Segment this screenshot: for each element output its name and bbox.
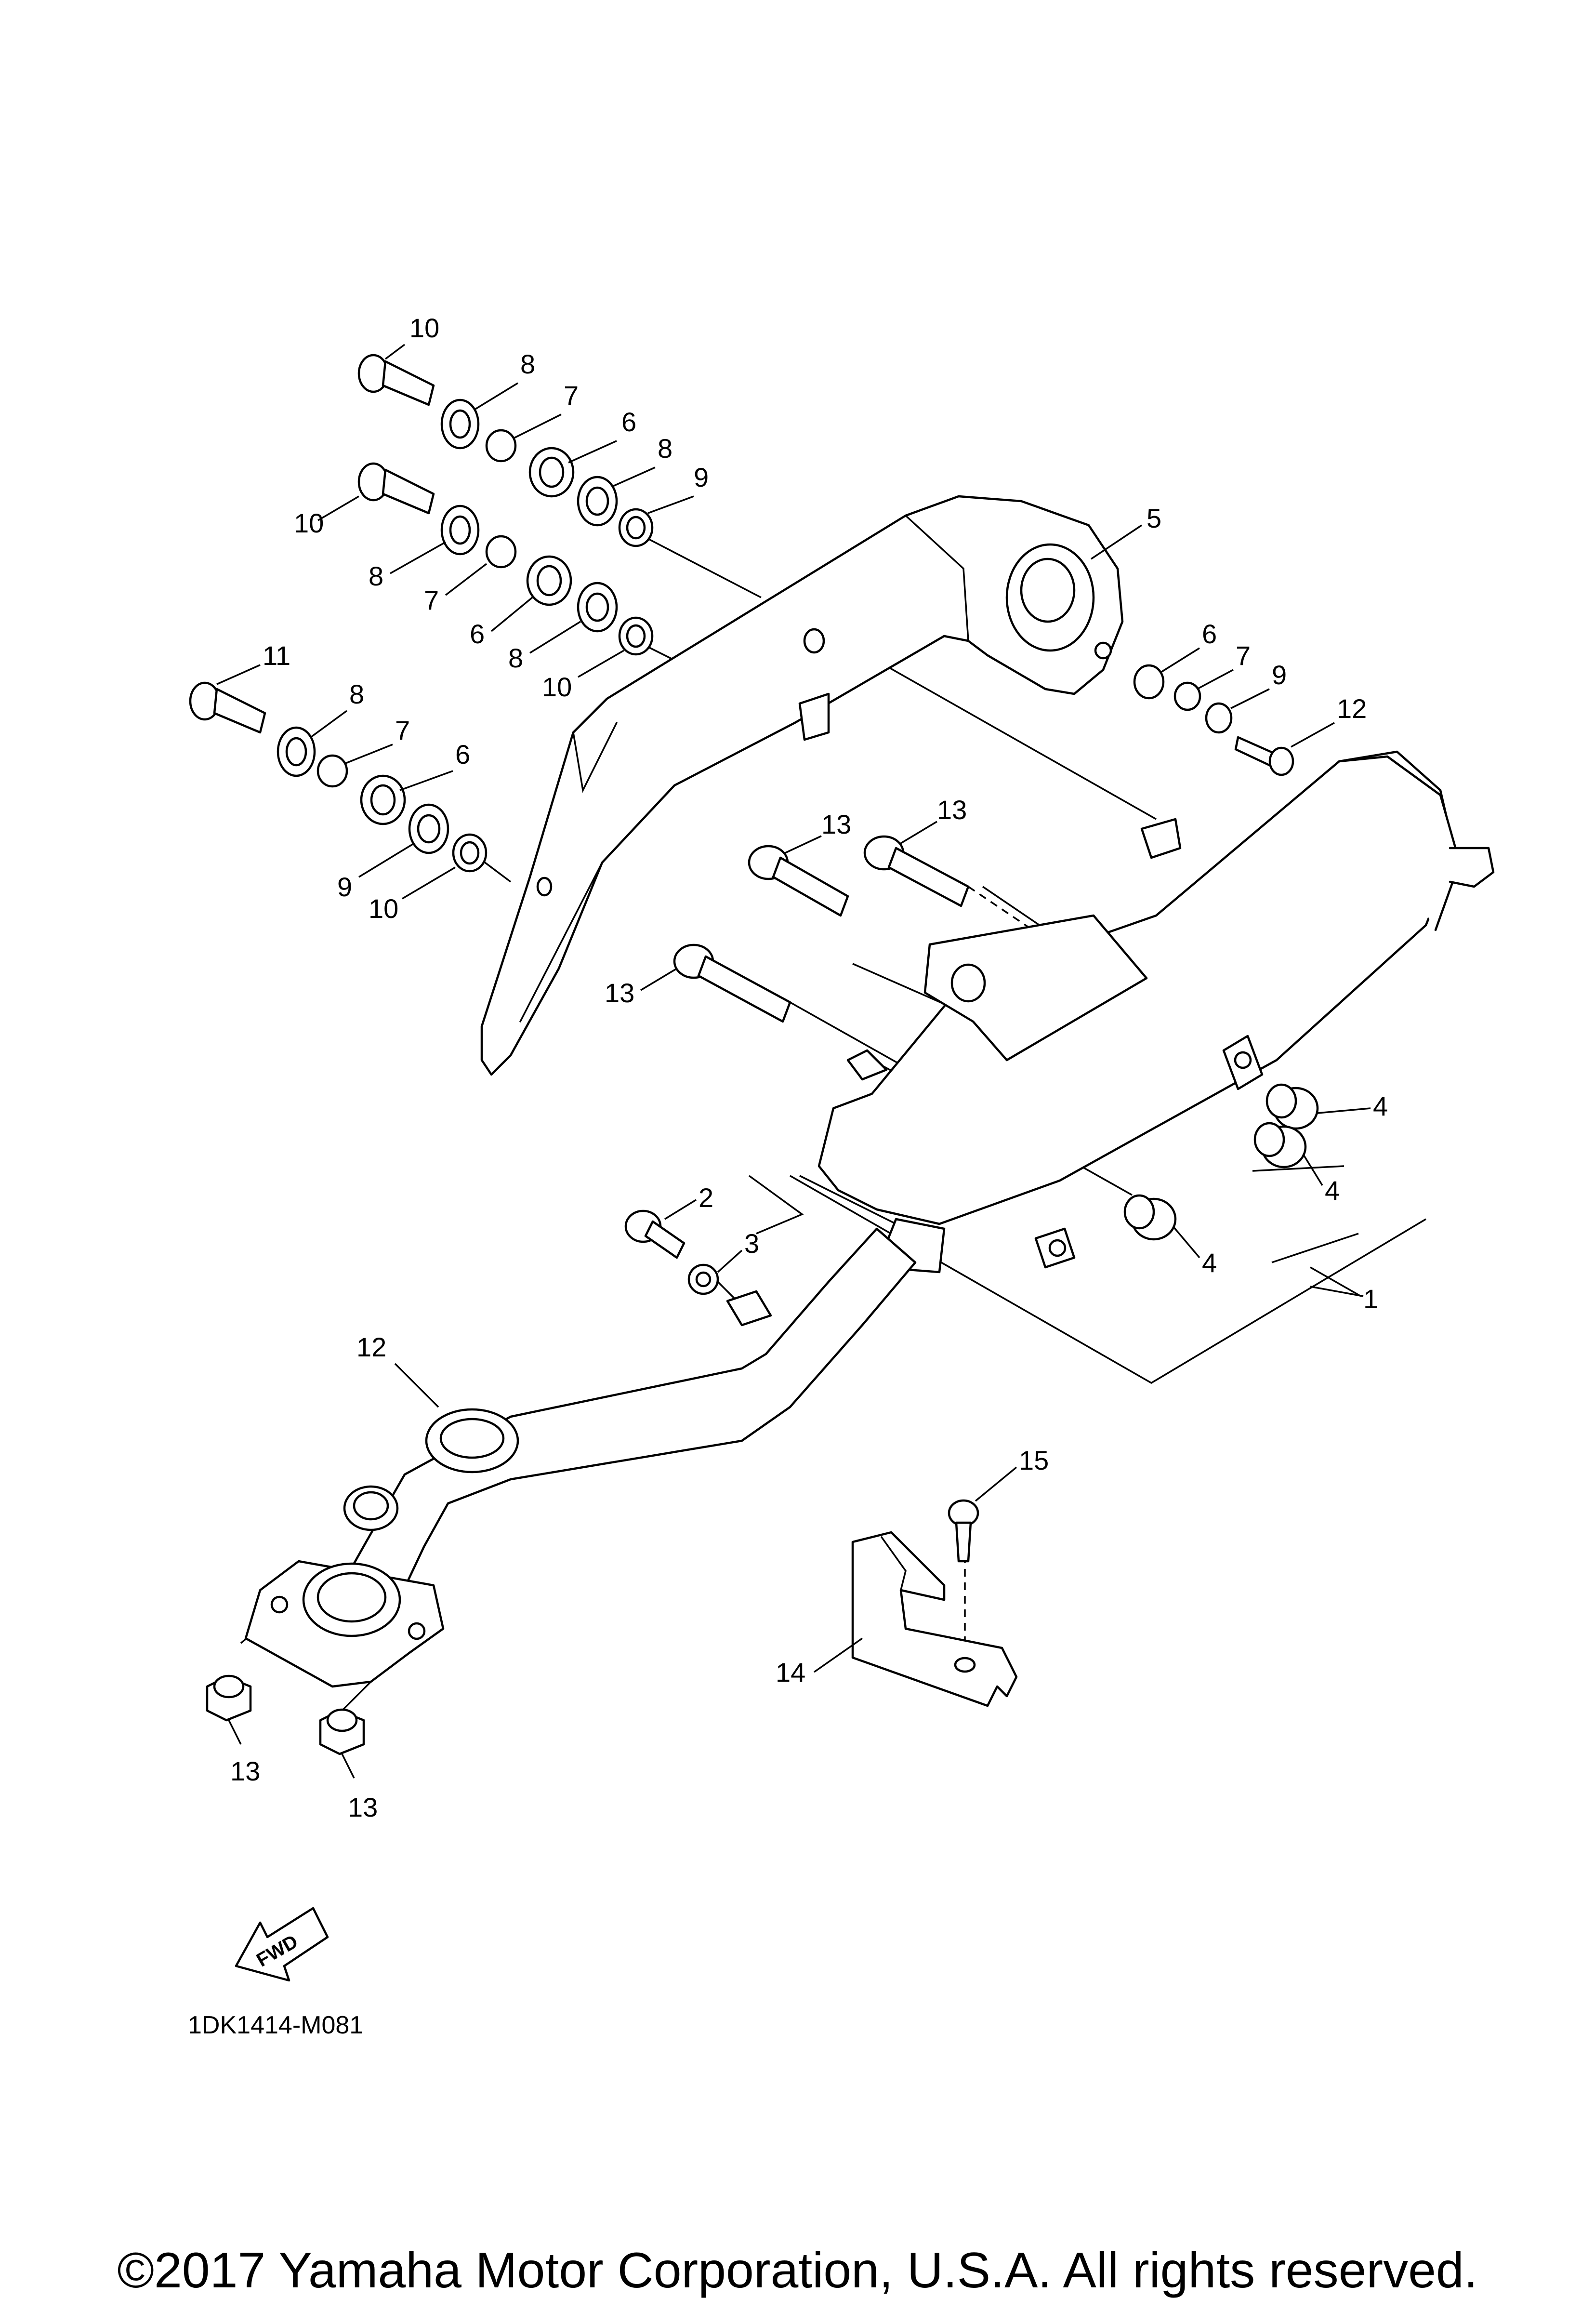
callout-8: 8 bbox=[369, 561, 383, 591]
callout-13: 13 bbox=[821, 809, 851, 839]
callout-9: 12 bbox=[1337, 693, 1367, 724]
diagram-code: 1DK1414-M081 bbox=[188, 2011, 363, 2039]
callout-9: 10 bbox=[294, 508, 324, 538]
callout-3: 3 bbox=[744, 1228, 759, 1259]
callout-6: 6 bbox=[621, 407, 636, 437]
callout-6: 6 bbox=[470, 619, 485, 649]
callout-8: 8 bbox=[520, 349, 535, 379]
hardware bbox=[189, 354, 1319, 1755]
callout-8: 8 bbox=[349, 679, 364, 709]
copyright-notice: ©2017 Yamaha Motor Corporation, U.S.A. A… bbox=[117, 2243, 1478, 2298]
callout-9: 11 bbox=[263, 640, 290, 671]
callout-6: 6 bbox=[455, 739, 470, 770]
callout-11: 12 bbox=[356, 1332, 386, 1362]
callout-4: 4 bbox=[1202, 1248, 1217, 1278]
callout-7: 7 bbox=[1236, 640, 1251, 671]
callout-8: 8 bbox=[508, 643, 523, 673]
callout-4: 4 bbox=[1325, 1175, 1340, 1206]
callout-8: 9 bbox=[337, 872, 352, 902]
exhaust-bracket bbox=[480, 495, 1182, 1076]
callouts: 10 8 7 6 8 9 10 8 7 6 8 10 11 8 7 6 9 10 bbox=[216, 313, 1388, 1408]
callout-13: 13 bbox=[605, 978, 634, 1008]
callout-13: 13 bbox=[937, 795, 967, 825]
callout-7: 7 bbox=[395, 715, 410, 745]
callout-10: 10 bbox=[542, 672, 572, 702]
callout-1: 1 bbox=[1363, 1284, 1378, 1314]
callout-8: 8 bbox=[658, 433, 672, 464]
callout-14: 14 bbox=[776, 1657, 805, 1687]
nut-guard-callouts: 13 bbox=[341, 1753, 355, 1779]
callout-12-right-nut: 13 bbox=[348, 1792, 378, 1822]
callout-5: 5 bbox=[1147, 503, 1161, 533]
callout-9: 10 bbox=[409, 313, 439, 343]
callout-12-left-nut: 13 bbox=[230, 1756, 260, 1786]
callout-8: 9 bbox=[1272, 660, 1287, 690]
callout-10: 9 bbox=[694, 462, 709, 492]
callout-7: 7 bbox=[564, 380, 579, 411]
callout-7: 7 bbox=[424, 585, 439, 615]
callout-15: 15 bbox=[1019, 1445, 1049, 1475]
nut-and-guard-callouts: 13 13 13 13 bbox=[228, 1720, 242, 1745]
callout-6: 6 bbox=[1202, 619, 1217, 649]
callout-4: 4 bbox=[1373, 1091, 1388, 1121]
exhaust-pipe bbox=[244, 1227, 917, 1688]
callout-10: 10 bbox=[369, 893, 398, 924]
callout-2: 2 bbox=[699, 1182, 713, 1213]
